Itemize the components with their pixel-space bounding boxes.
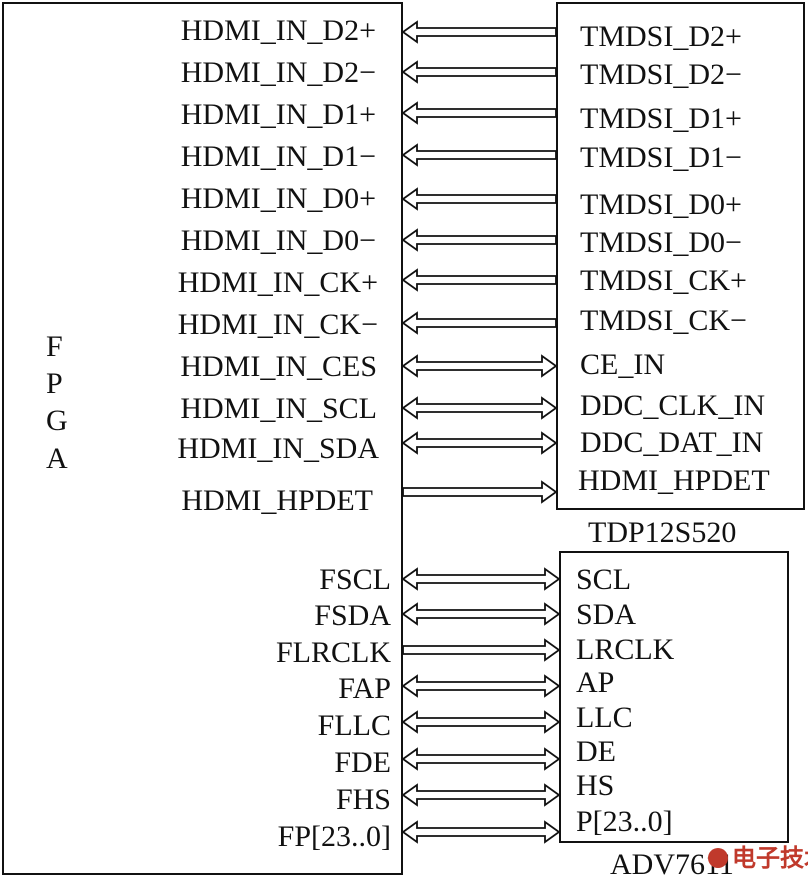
fpga-signal-label: HDMI_IN_D1− — [181, 140, 376, 173]
fpga-signal-label: HDMI_IN_D0− — [181, 224, 376, 257]
tdp12s520-name: TDP12S520 — [588, 516, 736, 549]
fpga-signal-label: HDMI_IN_CK+ — [178, 266, 378, 299]
adv-pin-label: SDA — [576, 598, 636, 631]
fpga-signal-label: HDMI_IN_D2+ — [181, 14, 376, 47]
fpga-signal-label: HDMI_HPDET — [181, 484, 373, 517]
hdmi-arrow-left — [401, 187, 557, 211]
hdmi-arrow-left — [401, 60, 557, 84]
watermark-badge-icon — [708, 848, 728, 868]
video-arrow-both — [401, 710, 561, 734]
fpga-title-letter: G — [46, 404, 68, 437]
hdmi-arrow-left — [401, 143, 557, 167]
watermark-text: 电子技术应用 — [732, 844, 808, 872]
adv7611-block — [559, 551, 789, 843]
watermark-logo: 电子技术应用 — [708, 844, 808, 872]
fpga-signal-label: FSDA — [314, 599, 391, 632]
fpga-title-letter: F — [46, 330, 63, 363]
tdp-pin-label: HDMI_HPDET — [578, 464, 770, 497]
video-arrow-both — [401, 783, 561, 807]
tdp-pin-labels: TMDSI_D2+ TMDSI_D2− TMDSI_D1+ TMDSI_D1− … — [578, 20, 770, 497]
fpga-title-letter: P — [46, 367, 63, 400]
adv-pin-label: LRCLK — [576, 633, 675, 666]
tdp-pin-label: TMDSI_D0+ — [580, 188, 742, 221]
adv-pin-labels: SCL SDA LRCLK AP LLC DE HS P[23..0] — [576, 563, 675, 838]
adv-connection-arrows — [401, 567, 561, 844]
fpga-title-letter: A — [46, 442, 68, 475]
tdp12s520-block — [556, 2, 805, 510]
video-arrow-both — [401, 674, 561, 698]
fpga-signal-label: HDMI_IN_SDA — [177, 432, 379, 465]
tdp-pin-label: TMDSI_D2+ — [580, 20, 742, 53]
tdp-pin-label: DDC_CLK_IN — [580, 389, 765, 422]
fpga-signal-label: FSCL — [319, 563, 391, 596]
hdmi-arrow-left — [401, 268, 557, 292]
fpga-signal-label: HDMI_IN_CK− — [178, 308, 378, 341]
tdp-pin-label: TMDSI_D0− — [580, 226, 742, 259]
fpga-signal-label: HDMI_IN_D0+ — [181, 182, 376, 215]
tdp-pin-label: DDC_DAT_IN — [580, 426, 763, 459]
hdmi-arrow-left — [401, 228, 557, 252]
fpga-signal-label: HDMI_IN_SCL — [180, 392, 377, 425]
fpga-signal-label: HDMI_IN_D2− — [181, 56, 376, 89]
hdmi-arrow-left — [401, 101, 557, 125]
video-arrow-both — [401, 747, 561, 771]
adv-pin-label: SCL — [576, 563, 631, 596]
adv-pin-label: DE — [576, 735, 616, 768]
fpga-signal-label: FP[23..0] — [278, 820, 391, 853]
fpga-signal-label: FLLC — [318, 709, 391, 742]
hdmi-arrow-both — [401, 354, 558, 378]
video-arrow-both — [401, 602, 561, 626]
fpga-hdmi-labels: HDMI_IN_D2+ HDMI_IN_D2− HDMI_IN_D1+ HDMI… — [177, 14, 379, 517]
adv-pin-label: AP — [576, 666, 614, 699]
tdp-pin-label: CE_IN — [580, 348, 665, 381]
tdp-pin-label: TMDSI_CK+ — [580, 264, 747, 297]
tdp-connection-arrows — [401, 20, 558, 504]
fpga-video-labels: FSCL FSDA FLRCLK FAP FLLC FDE FHS FP[23.… — [276, 563, 391, 853]
fpga-signal-label: FAP — [338, 672, 391, 705]
fpga-signal-label: FHS — [336, 783, 391, 816]
adv-pin-label: LLC — [576, 701, 633, 734]
hdmi-arrow-right — [402, 480, 558, 504]
video-arrow-right — [402, 638, 561, 662]
tdp-pin-label: TMDSI_CK− — [580, 304, 747, 337]
tdp-pin-label: TMDSI_D2− — [580, 58, 742, 91]
video-arrow-both — [401, 820, 561, 844]
fpga-signal-label: FDE — [334, 746, 391, 779]
tdp-pin-label: TMDSI_D1+ — [580, 102, 742, 135]
hdmi-arrow-both — [401, 396, 558, 420]
hdmi-arrow-left — [401, 311, 557, 335]
hdmi-arrow-left — [401, 20, 557, 44]
adv-pin-label: HS — [576, 769, 614, 802]
video-arrow-both — [401, 567, 561, 591]
tdp-pin-label: TMDSI_D1− — [580, 141, 742, 174]
fpga-signal-label: HDMI_IN_CES — [180, 350, 377, 383]
adv-pin-label: P[23..0] — [576, 805, 673, 838]
fpga-signal-label: FLRCLK — [276, 636, 391, 669]
fpga-signal-label: HDMI_IN_D1+ — [181, 98, 376, 131]
fpga-block — [2, 2, 403, 875]
hdmi-arrow-both — [401, 431, 558, 455]
fpga-title: F P G A — [46, 330, 68, 475]
